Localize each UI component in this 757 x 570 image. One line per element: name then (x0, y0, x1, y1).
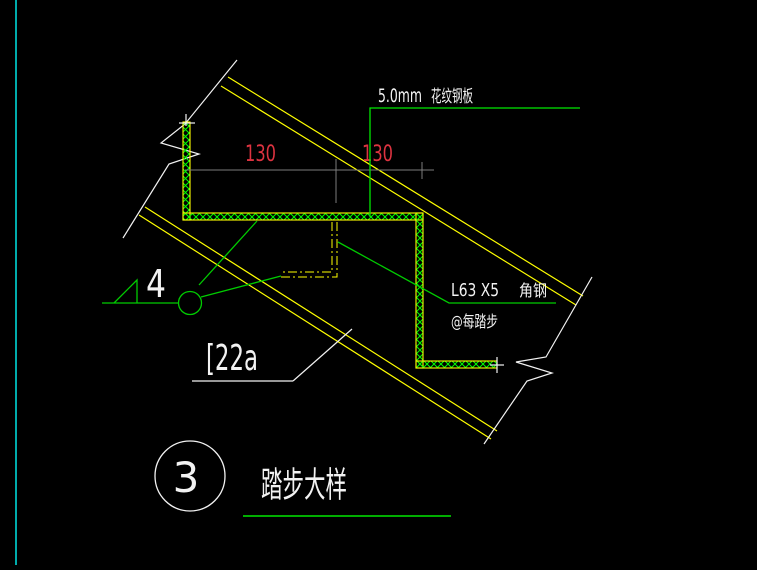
stringer-line (144, 206, 498, 432)
angle-note-leader (337, 241, 556, 304)
angle-outer-edge (281, 222, 338, 278)
angle-note-size: L63 X5 (451, 280, 499, 301)
dimension-group: 130 130 (185, 142, 434, 203)
stringer-upper-flange (220, 76, 584, 306)
angle-inner-edge (281, 222, 333, 273)
tread-plate-riser-left (182, 121, 191, 221)
dimension-value-left: 130 (245, 142, 276, 167)
weld-leader-to-plate (198, 220, 258, 286)
channel-label-leader (292, 328, 353, 382)
channel-label: [22a (206, 338, 258, 379)
tread-plate (179, 114, 504, 373)
stringer-line (138, 214, 492, 440)
support-angle (281, 222, 338, 278)
stringer-lower-flange (138, 206, 498, 440)
weld-size-label: 4 (146, 262, 166, 306)
plate-note-size: 5.0mm (378, 85, 422, 107)
detail-title-group: 3 踏步大样 (154, 440, 451, 517)
channel-label-group: [22a (192, 328, 353, 382)
weld-leader-to-angle (200, 275, 282, 298)
plate-note: 5.0mm 花纹钢板 (369, 85, 580, 217)
weld-symbol: 4 (102, 220, 282, 316)
tread-plate-top (182, 212, 424, 221)
left-break-line (122, 59, 238, 239)
plate-note-leader (369, 107, 580, 217)
stringer-line (220, 85, 577, 306)
detail-number: 3 (173, 453, 200, 502)
angle-note-name: 角钢 (519, 281, 547, 300)
tread-plate-riser-right (415, 212, 424, 369)
tread-plate-bottom (415, 360, 498, 369)
right-break-line (483, 276, 593, 445)
fillet-weld-triangle (113, 278, 138, 304)
angle-note: L63 X5 角钢 @每踏步 (337, 241, 556, 331)
dimension-value-right: 130 (362, 142, 393, 167)
detail-bubble-circle (154, 440, 226, 512)
weld-all-around-circle (177, 290, 203, 316)
angle-note-spacing: @每踏步 (451, 312, 498, 331)
break-lines (122, 59, 593, 445)
stringer-line (227, 76, 584, 297)
plate-note-name: 花纹钢板 (431, 87, 473, 107)
detail-title: 踏步大样 (261, 466, 347, 506)
